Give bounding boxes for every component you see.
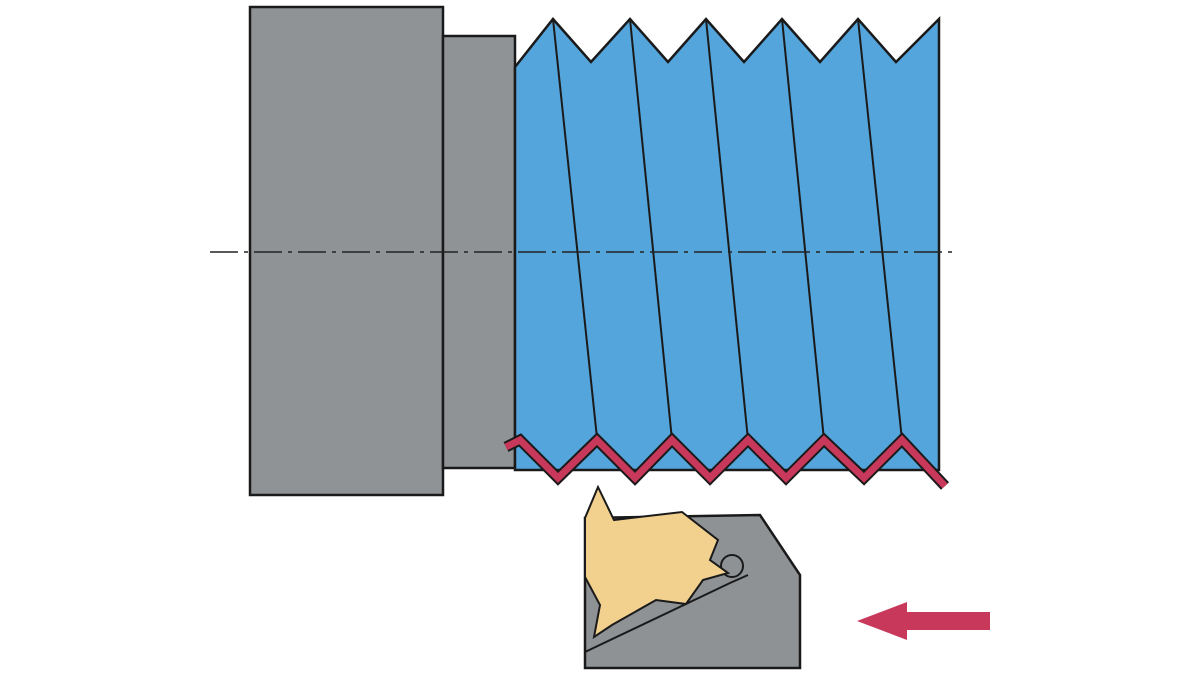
helix-line — [781, 18, 825, 441]
feed-direction-arrow — [857, 602, 990, 640]
cutting-insert — [584, 484, 731, 640]
helix-line — [629, 18, 673, 441]
thread-profile-cut — [504, 434, 948, 489]
helix-line — [857, 18, 903, 441]
helix-line — [552, 18, 598, 439]
helix-line — [705, 18, 749, 441]
threaded-section — [513, 15, 941, 472]
tool-holder-seat — [584, 574, 749, 653]
helix-lines — [552, 18, 903, 441]
workpiece-body — [248, 5, 445, 497]
